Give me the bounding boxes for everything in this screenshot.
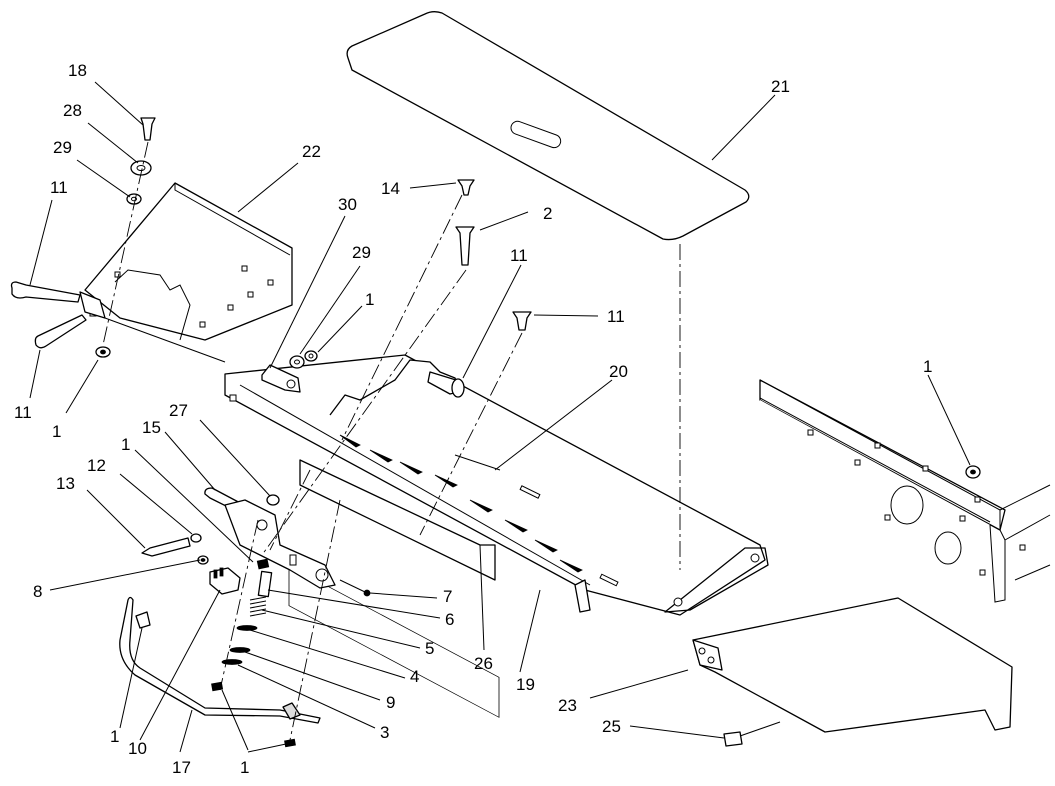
part-17-lever-rod bbox=[119, 596, 321, 724]
part-1-nut-right bbox=[965, 465, 981, 479]
lever-bracket bbox=[224, 499, 336, 589]
callout-19: 19 bbox=[516, 675, 535, 694]
part-29-washer bbox=[289, 355, 305, 369]
part-4-washer bbox=[236, 625, 258, 631]
part-19-base-plate bbox=[224, 354, 769, 718]
part-7-pin bbox=[339, 579, 371, 597]
part-21-cover-plate bbox=[346, 11, 750, 241]
callout-8: 8 bbox=[33, 582, 42, 601]
callout-4: 4 bbox=[410, 667, 419, 686]
part-26-label bbox=[299, 459, 496, 581]
callout-23: 23 bbox=[558, 696, 577, 715]
part-5-spring bbox=[249, 596, 267, 617]
callout-2: 2 bbox=[543, 204, 552, 223]
part-28-washer bbox=[130, 160, 152, 176]
chassis-frame-right bbox=[759, 379, 1051, 603]
callout-29: 29 bbox=[53, 138, 72, 157]
callout-11: 11 bbox=[50, 178, 68, 197]
callout-26: 26 bbox=[474, 654, 493, 673]
callout-3: 3 bbox=[380, 723, 389, 742]
callout-17: 17 bbox=[172, 758, 191, 777]
callout-7: 7 bbox=[443, 587, 452, 606]
callout-1: 1 bbox=[52, 422, 61, 441]
part-14-bolt bbox=[457, 179, 475, 196]
part-30-pivot-bracket bbox=[261, 364, 301, 393]
callout-13: 13 bbox=[56, 474, 75, 493]
part-3-washer bbox=[221, 659, 243, 665]
part-29-washer-left bbox=[126, 193, 142, 205]
callout-18: 18 bbox=[68, 61, 87, 80]
part-8-nut bbox=[197, 555, 209, 565]
callout-9: 9 bbox=[386, 693, 395, 712]
part-27-nut bbox=[266, 494, 280, 506]
callout-1: 1 bbox=[923, 357, 932, 376]
callout-1: 1 bbox=[365, 290, 374, 309]
callout-1: 1 bbox=[240, 758, 249, 777]
part-11-pin-left bbox=[34, 314, 87, 349]
callout-5: 5 bbox=[425, 639, 434, 658]
leader-lines bbox=[29, 81, 971, 753]
callout-labels: 18 28 29 11 22 11 1 30 29 1 14 2 21 11 1… bbox=[14, 61, 932, 777]
callout-1: 1 bbox=[121, 435, 130, 454]
part-13-bolt bbox=[141, 537, 191, 557]
callout-11: 11 bbox=[14, 403, 32, 422]
callout-25: 25 bbox=[602, 717, 621, 736]
callout-11: 11 bbox=[607, 307, 625, 326]
part-10-switch bbox=[209, 567, 241, 595]
part-1-nut-b bbox=[304, 350, 318, 362]
callout-14: 14 bbox=[381, 179, 400, 198]
center-lines bbox=[102, 141, 681, 741]
callout-12: 12 bbox=[87, 456, 106, 475]
part-18-bolt bbox=[140, 117, 156, 141]
callout-21: 21 bbox=[771, 77, 790, 96]
callout-15: 15 bbox=[142, 418, 161, 437]
callout-28: 28 bbox=[63, 101, 82, 120]
callout-30: 30 bbox=[338, 195, 357, 214]
part-11-bolt-left bbox=[10, 281, 81, 303]
part-20-spacer bbox=[454, 454, 501, 471]
callout-29: 29 bbox=[352, 243, 371, 262]
callout-6: 6 bbox=[445, 610, 454, 629]
part-11-bolt-b bbox=[427, 371, 465, 398]
callout-27: 27 bbox=[169, 401, 188, 420]
callout-22: 22 bbox=[302, 142, 321, 161]
part-1-clip-d bbox=[256, 558, 270, 570]
callout-1: 1 bbox=[110, 727, 119, 746]
part-9-washer bbox=[229, 647, 251, 653]
callout-11: 11 bbox=[510, 246, 528, 265]
part-1-nut-left bbox=[95, 346, 111, 358]
part-6-bushing bbox=[257, 570, 273, 598]
callout-20: 20 bbox=[609, 362, 628, 381]
part-25-screw bbox=[723, 721, 781, 747]
part-2-bolt bbox=[455, 226, 475, 266]
part-12-washer bbox=[190, 533, 202, 543]
callout-10: 10 bbox=[128, 739, 147, 758]
part-23-guard bbox=[692, 597, 1013, 733]
part-11-bolt-c bbox=[512, 311, 532, 331]
part-22-bracket-housing bbox=[79, 182, 293, 363]
